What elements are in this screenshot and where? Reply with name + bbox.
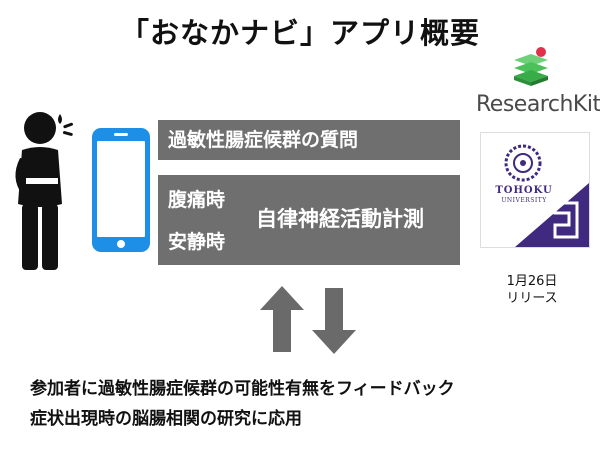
smartphone-icon (92, 128, 150, 252)
page-title: 「おなかナビ」アプリ概要 (119, 16, 480, 50)
research-application-text: 症状出現時の脳腸相関の研究に応用 (30, 409, 302, 429)
researchkit-logo-icon (514, 47, 548, 86)
bidirectional-arrows-icon (260, 286, 356, 354)
stomachache-person-icon (15, 112, 73, 270)
tohoku-university-logo: TOHOKU UNIVERSITY (480, 132, 590, 248)
autonomic-measure-label: 自律神経活動計測 (256, 207, 424, 231)
questionnaire-box: 過敏性腸症候群の質問 (158, 120, 460, 160)
researchkit-label: ResearchKit (476, 92, 600, 117)
release-date: 1月26日 (506, 274, 558, 289)
measurement-box: 腹痛時 安静時 自律神経活動計測 (158, 175, 460, 265)
release-text: リリース (506, 291, 558, 306)
tohoku-emblem-icon (504, 144, 589, 247)
pain-label: 腹痛時 (168, 189, 226, 211)
tohoku-sub: UNIVERSITY (501, 197, 547, 204)
rest-label: 安静時 (168, 231, 226, 253)
tohoku-name: TOHOKU (495, 185, 553, 196)
feedback-text: 参加者に過敏性腸症候群の可能性有無をフィードバック (30, 379, 455, 399)
